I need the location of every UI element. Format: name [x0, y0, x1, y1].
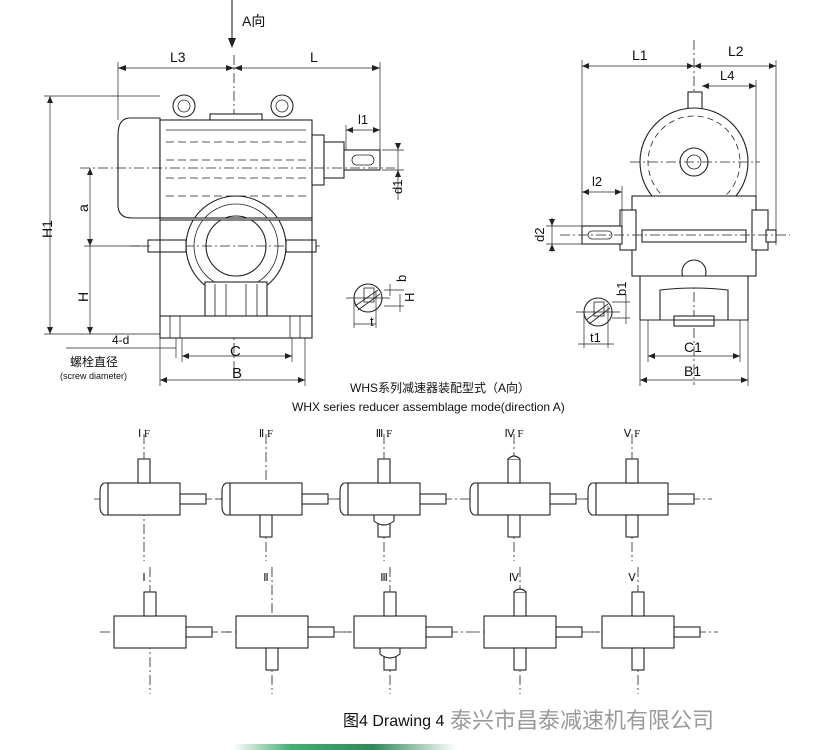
side-view: L1 L2 L4 l2	[532, 40, 790, 386]
label-H: H	[75, 292, 91, 302]
mode-bottom-3	[340, 567, 470, 694]
drawing-title: 图4 Drawing 4	[343, 713, 444, 730]
label-a: a	[75, 204, 91, 212]
label-bolt-cn: 螺栓直径	[70, 354, 118, 369]
label-L2: L2	[728, 43, 744, 59]
mode-bottom-1	[100, 567, 230, 694]
label-L3: L3	[170, 49, 186, 65]
front-view: A向 L3 L	[39, 0, 417, 386]
mode-top-3	[334, 434, 464, 561]
label-4-d: 4-d	[112, 333, 129, 347]
label-l1: l1	[358, 112, 368, 127]
label-t: t	[370, 314, 374, 329]
mode-bottom-label: Ⅳ	[509, 572, 520, 584]
caption-en: WHX series reducer assemblage mode(direc…	[292, 400, 565, 414]
mode-bottom-4	[470, 567, 600, 694]
mode-top-4	[464, 434, 594, 561]
label-b1: b1	[614, 282, 629, 296]
label-b: b	[394, 275, 409, 282]
label-d2: d2	[532, 228, 547, 242]
mode-top-5	[582, 434, 712, 561]
label-d1: d1	[390, 180, 405, 194]
mode-bottom-label: Ⅰ	[142, 572, 145, 584]
label-l2: l2	[592, 174, 602, 189]
label-L1: L1	[632, 47, 648, 63]
mode-bottom-label: Ⅱ	[263, 572, 268, 584]
label-bolt-en: (screw diameter)	[60, 371, 127, 381]
label-B1: B1	[684, 363, 701, 379]
label-L4: L4	[720, 68, 734, 83]
label-L: L	[310, 49, 318, 65]
mode-bottom-label: Ⅴ	[628, 572, 636, 584]
footer-bar	[0, 744, 830, 750]
label-C: C	[230, 343, 241, 360]
mode-top-1	[94, 434, 224, 561]
mode-bottom-2	[222, 567, 352, 694]
mode-bottom-label: Ⅲ	[380, 572, 388, 584]
watermark: 泰兴市昌泰减速机有限公司	[450, 709, 714, 734]
label-t1: t1	[590, 330, 601, 345]
mode-top-2	[216, 434, 346, 561]
label-H1: H1	[39, 220, 55, 238]
mode-bottom-5	[588, 567, 718, 694]
label-B: B	[232, 365, 242, 382]
label-H-small: H	[402, 293, 417, 302]
label-C1: C1	[684, 339, 702, 355]
caption-cn: WHS系列减速器装配型式（A向）	[350, 380, 530, 395]
label-direction-a: A向	[242, 13, 265, 29]
